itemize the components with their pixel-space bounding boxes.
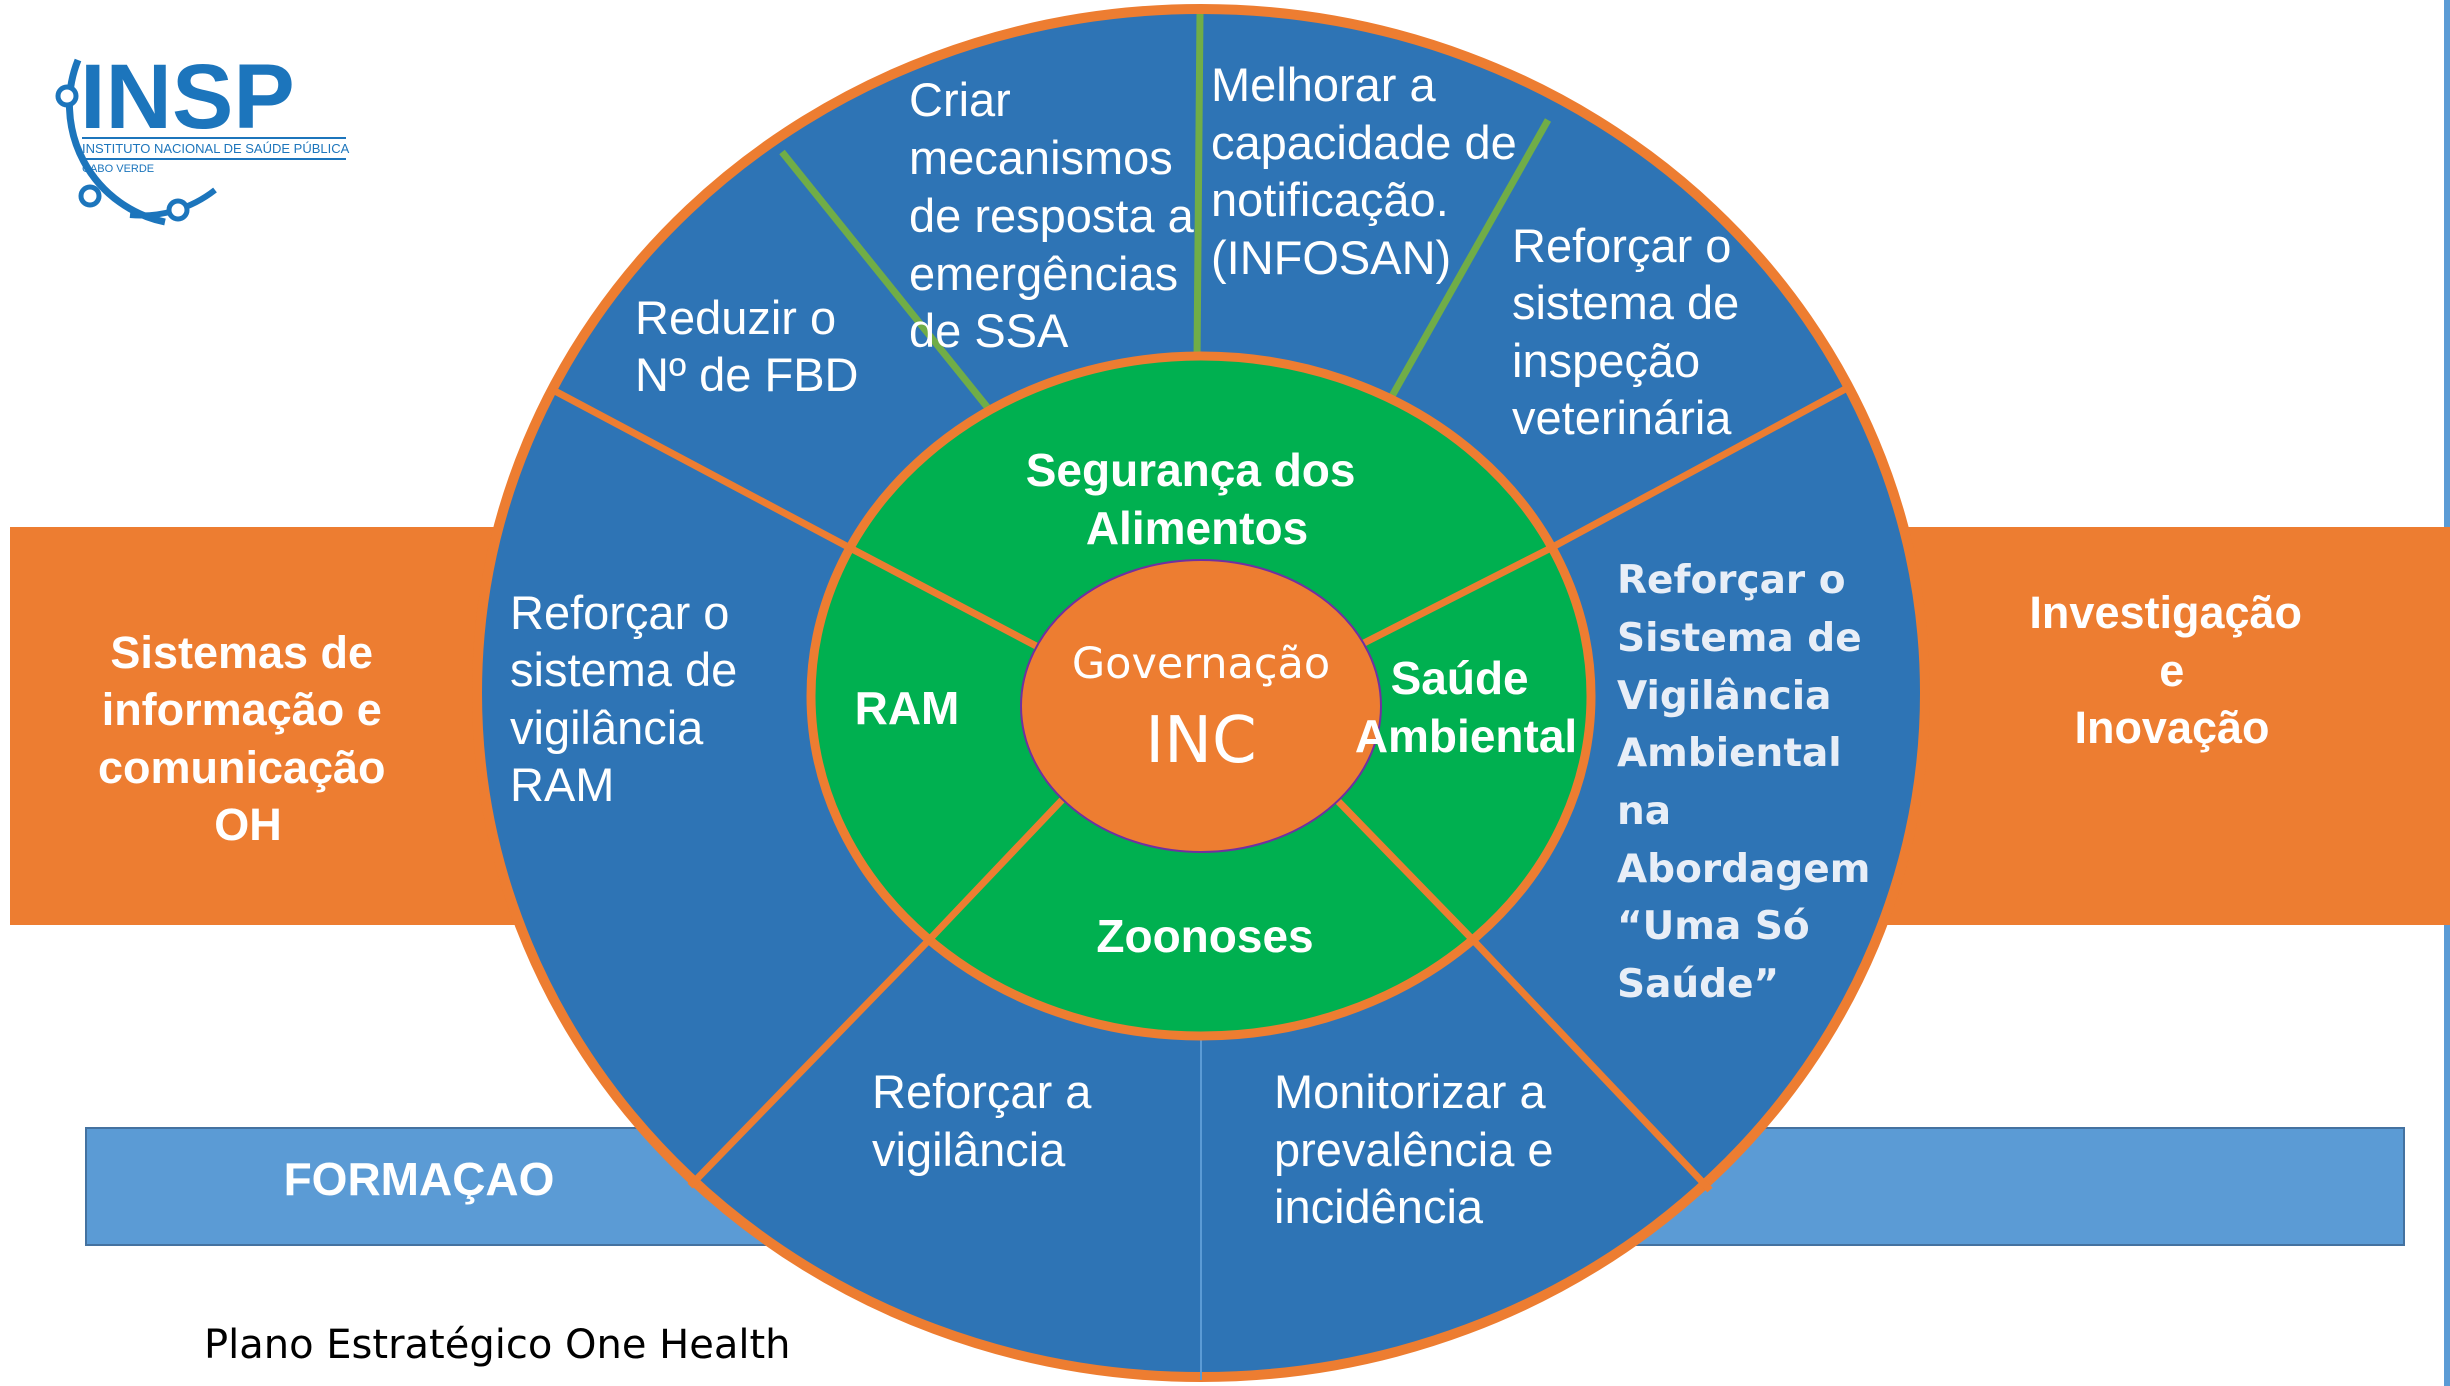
green-divider-1 — [779, 149, 995, 416]
left-banner-text: Sistemas de informação e comunicação OH — [98, 627, 398, 850]
outer-bottom-left-line: vigilância — [872, 1123, 1066, 1176]
divider-upper-right — [1547, 383, 1851, 553]
center-ellipse — [1020, 559, 1382, 853]
logo-node-icon — [166, 198, 190, 222]
outer-right-line: Saúde” — [1617, 962, 1779, 1007]
center-label-large: INC — [1145, 704, 1256, 778]
outer-tcl-line: de resposta a — [909, 189, 1195, 242]
inner-left-label: RAM — [855, 682, 960, 734]
outer-right-line: Vigilância — [1617, 674, 1831, 719]
logo-node-icon — [55, 84, 79, 108]
outer-right-line: Reforçar o — [1617, 558, 1846, 603]
logo-node-icon — [78, 184, 102, 208]
outer-bottom-right-line: Monitorizar a — [1274, 1065, 1547, 1118]
outer-left-line: RAM — [510, 758, 614, 811]
right-banner-line: e — [2159, 645, 2184, 696]
outer-tcr-line: capacidade de — [1211, 116, 1517, 169]
outer-right-line: Sistema de — [1617, 616, 1862, 661]
inner-top-label: Segurança dos Alimentos — [1026, 444, 1369, 554]
outer-right-line: Ambiental — [1617, 731, 1842, 776]
outer-tcl-line: mecanismos — [909, 131, 1173, 184]
inner-right-label: Saúde Ambiental — [1355, 652, 1577, 762]
right-banner-line: Investigação — [2029, 587, 2302, 638]
outer-tcr-line: (INFOSAN) — [1211, 231, 1451, 284]
insp-logo: INSP INSTITUTO NACIONAL DE SAÚDE PÚBLICA… — [55, 46, 350, 226]
outer-bottom-right-label: Monitorizar a prevalência e incidência — [1274, 1065, 1567, 1233]
outer-right-line: “Uma Só — [1617, 904, 1810, 949]
outer-right-label: Reforçar o Sistema de Vigilância Ambient… — [1617, 558, 1884, 1007]
outer-top-center-left-label: Criar mecanismos de resposta a emergênci… — [909, 73, 1207, 357]
right-banner-line: Inovação — [2074, 702, 2269, 753]
divider-lower-left — [687, 937, 932, 1189]
outer-right-line: na — [1617, 789, 1671, 834]
outer-top-right-line: veterinária — [1512, 391, 1732, 444]
right-banner-text: Investigação e Inovação — [2029, 587, 2314, 753]
outer-bottom-left-line: Reforçar a — [872, 1065, 1092, 1118]
inner-divider-lower-left — [926, 797, 1065, 943]
divider-upper-left — [551, 386, 854, 553]
outer-top-right-line: Reforçar o — [1512, 219, 1731, 272]
outer-tcl-line: de SSA — [909, 304, 1069, 357]
outer-left-label: Reforçar o sistema de vigilância RAM — [510, 586, 750, 811]
green-divider-2 — [1193, 13, 1204, 361]
inner-divider-lower-right — [1334, 797, 1476, 943]
outer-top-right-line: sistema de — [1512, 276, 1739, 329]
footer-caption: Plano Estratégico One Health — [204, 1322, 791, 1368]
outer-left-line: vigilância — [510, 701, 704, 754]
divider-lower-right — [1470, 937, 1713, 1193]
right-banner — [1880, 527, 2450, 925]
inner-right-line-1: Saúde — [1391, 652, 1529, 704]
logo-country: CABO VERDE — [82, 163, 154, 175]
outer-top-right-line: inspeção — [1512, 334, 1700, 387]
left-banner-line: comunicação — [98, 742, 386, 793]
inner-top-line-1: Segurança dos — [1026, 444, 1356, 496]
outer-top-center-right-label: Melhorar a capacidade de notificação. (I… — [1211, 58, 1530, 284]
outer-tcl-line: Criar — [909, 73, 1011, 126]
outer-bottom-right-line: prevalência e — [1274, 1123, 1554, 1176]
left-banner-line: informação e — [102, 684, 382, 735]
outer-left-line: Reforçar o — [510, 586, 729, 639]
inner-divider-upper-left — [850, 545, 1042, 652]
outer-top-left-line: Reduzir o — [635, 291, 836, 344]
logo-full-name: INSTITUTO NACIONAL DE SAÚDE PÚBLICA — [82, 141, 350, 156]
outer-bottom-left-label: Reforçar a vigilância — [872, 1065, 1104, 1176]
outer-tcr-line: notificação. — [1211, 173, 1449, 226]
left-banner-line: Sistemas de — [110, 627, 373, 678]
outer-left-line: sistema de — [510, 643, 737, 696]
outer-top-right-label: Reforçar o sistema de inspeção veterinár… — [1512, 219, 1752, 444]
logo-acronym: INSP — [80, 46, 295, 148]
outer-tcr-line: Melhorar a — [1211, 58, 1437, 111]
formacao-label: FORMAÇAO — [284, 1153, 555, 1205]
outer-top-left-label: Reduzir o Nº de FBD — [635, 291, 859, 401]
outer-tcl-line: emergências — [909, 247, 1178, 300]
center-label-small: Governação — [1072, 639, 1330, 689]
inner-bottom-label: Zoonoses — [1096, 910, 1313, 962]
inner-right-line-2: Ambiental — [1355, 710, 1577, 762]
green-divider-3 — [1379, 118, 1552, 414]
outer-top-left-line: Nº de FBD — [635, 348, 859, 401]
outer-right-line: Abordagem — [1617, 847, 1870, 892]
inner-divider-upper-right — [1358, 545, 1551, 649]
inner-top-line-2: Alimentos — [1086, 502, 1308, 554]
outer-bottom-right-line: incidência — [1274, 1180, 1484, 1233]
left-banner-line: OH — [214, 799, 282, 850]
